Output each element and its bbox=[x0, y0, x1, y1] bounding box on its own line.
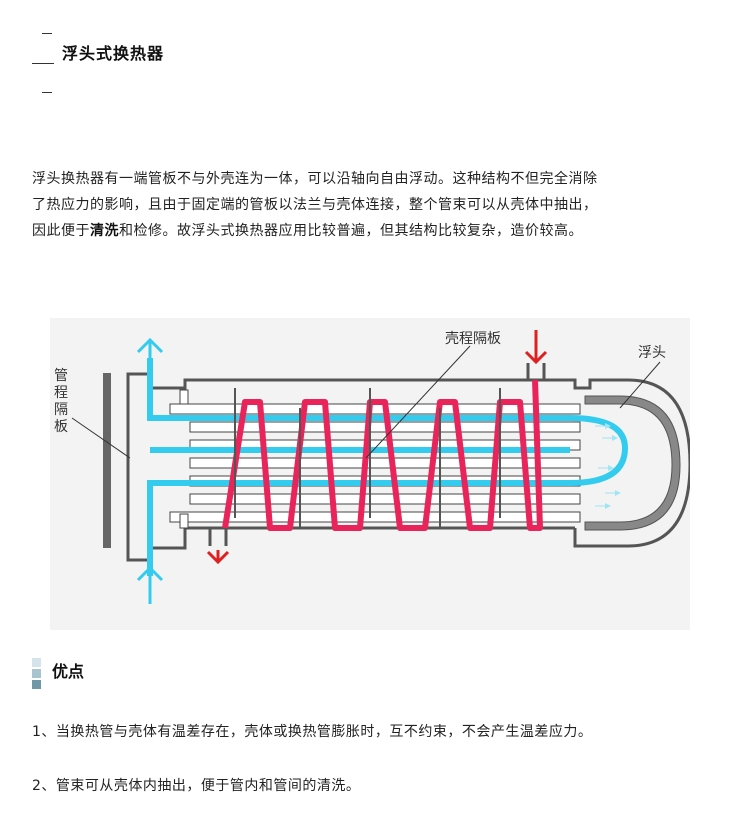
page-title: 浮头式换热器 bbox=[62, 44, 165, 63]
leader-floating-head bbox=[619, 361, 661, 409]
intro-line: 因此便于清洗和检修。故浮头式换热器应用比较普遍，但其结构比较复杂，造价较高。 bbox=[32, 218, 722, 244]
label-shell-baffle: 壳程隔板 bbox=[445, 331, 501, 347]
arrow-shell-outlet bbox=[206, 550, 230, 565]
arrow-tube-outlet bbox=[136, 337, 164, 378]
heading-marker-square bbox=[32, 669, 41, 678]
tubesheet-plate bbox=[103, 373, 111, 548]
leader-shell-baffle bbox=[365, 345, 471, 459]
intro-bold-cleaning: 清洗 bbox=[90, 223, 119, 239]
advantage-item: 2、管束可从壳体内抽出，便于管内和管间的清洗。 bbox=[32, 778, 361, 794]
leader-tubesheet bbox=[71, 417, 131, 459]
heading-marker-square bbox=[32, 680, 41, 689]
arrow-shell-inlet bbox=[524, 330, 548, 365]
intro-text: 和检修。故浮头式换热器应用比较普遍，但其结构比较复杂，造价较高。 bbox=[119, 223, 583, 239]
floating-head-plate bbox=[573, 378, 690, 548]
advantage-item: 1、当换热管与壳体有温差存在，壳体或换热管膨胀时，互不约束，不会产生温差应力。 bbox=[32, 724, 593, 740]
heading-dash bbox=[32, 63, 54, 64]
floating-head-cover bbox=[584, 395, 681, 531]
small-fittings bbox=[179, 389, 189, 529]
advantages-title: 优点 bbox=[52, 662, 85, 681]
heading-dash bbox=[42, 92, 52, 93]
label-tubesheet: 管程隔板 bbox=[54, 368, 68, 435]
intro-line: 浮头换热器有一端管板不与外壳连为一体，可以沿轴向自由浮动。这种结构不但完全消除 bbox=[32, 171, 598, 187]
heading-block: 浮头式换热器 bbox=[32, 22, 332, 102]
shell-side-fluid bbox=[222, 379, 543, 531]
intro-text: 因此便于 bbox=[32, 223, 90, 239]
nozzles bbox=[208, 363, 546, 546]
tube-side-flow-arrows bbox=[595, 423, 621, 509]
heading-dash bbox=[42, 33, 52, 34]
label-floating-head: 浮头 bbox=[638, 345, 666, 361]
heat-exchanger-diagram: 管程隔板 壳程隔板 浮头 bbox=[50, 318, 690, 630]
advantages-heading: 优点 bbox=[32, 656, 232, 690]
intro-line: 了热应力的影响，且由于固定端的管板以法兰与壳体连接，整个管束可以从壳体中抽出， bbox=[32, 197, 598, 213]
intro-paragraph: 浮头换热器有一端管板不与外壳连为一体，可以沿轴向自由浮动。这种结构不但完全消除 … bbox=[32, 166, 722, 244]
arrow-tube-inlet bbox=[136, 565, 164, 604]
heading-marker-square bbox=[32, 658, 41, 667]
